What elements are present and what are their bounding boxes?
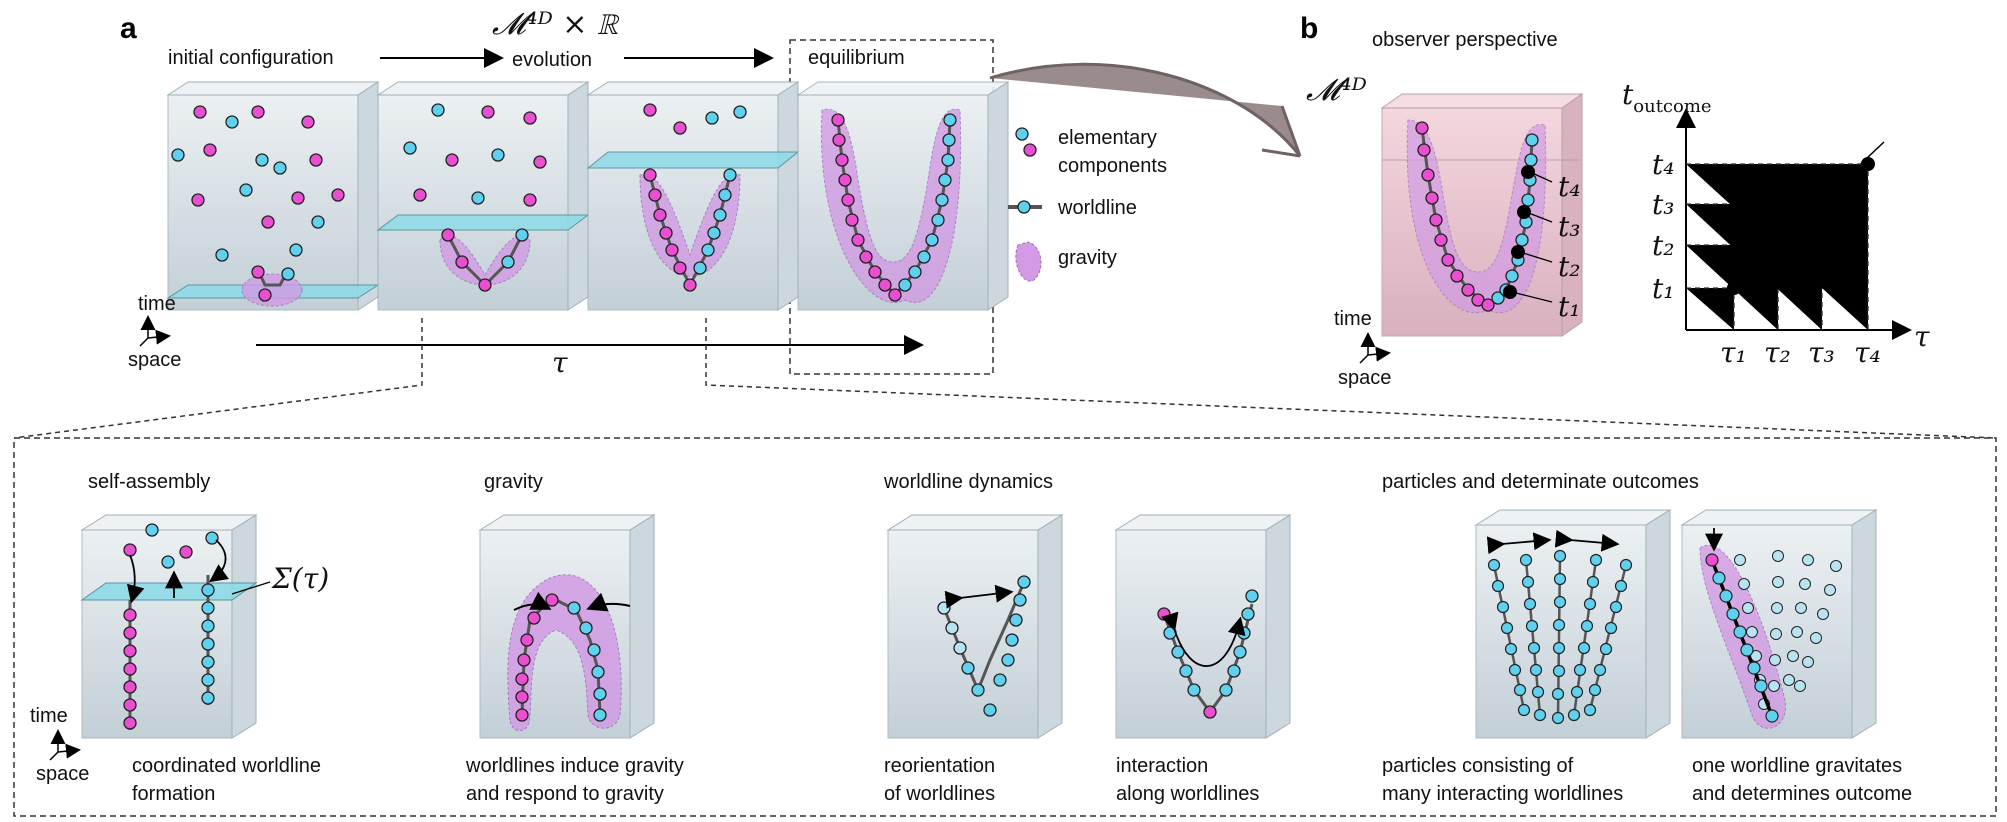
outcome-markers: [1503, 165, 1535, 299]
particle-dots: [1487, 549, 1633, 725]
detail-box-outcome: [1680, 509, 1878, 739]
box-evolution-2: [586, 81, 800, 311]
legend-gravity-icon: [1015, 241, 1042, 282]
axes-icon-a: time space: [128, 293, 181, 371]
detail-heading-particles: particles and determinate outcomes: [1382, 471, 1699, 493]
caption-reorientation-1: reorientation: [884, 755, 995, 777]
panel-b-letter: b: [1300, 12, 1318, 45]
legend: elementary components worldline gravity: [1008, 127, 1167, 282]
plot-x-tick-3: τ₃: [1808, 336, 1835, 369]
detail-heading-dynamics: worldline dynamics: [883, 471, 1053, 493]
axes-space-label-b: space: [1338, 367, 1391, 389]
tau-axis-label: τ: [552, 346, 568, 379]
axes-space-label-a: space: [128, 349, 181, 371]
axes-time-label-detail: time: [30, 705, 68, 727]
observer-title: observer perspective: [1372, 29, 1558, 51]
observer-t2: t₂: [1558, 250, 1580, 283]
legend-pink-dot: [1023, 143, 1037, 157]
caption-reorientation-2: of worldlines: [884, 783, 995, 805]
plot-ylabel-sub: outcome: [1633, 96, 1711, 117]
legend-worldline-icon: [1017, 200, 1031, 214]
plot-points: [1727, 157, 1875, 295]
plot-x-tick-4: τ₄: [1854, 336, 1881, 369]
detail-box-self-assembly: [80, 514, 258, 739]
detail-box-interaction: [1114, 514, 1292, 739]
box-equilibrium: [796, 81, 1010, 311]
legend-cyan-dot: [1015, 127, 1029, 141]
plot-ylabel: toutcome: [1622, 78, 1712, 117]
outcome-plot: toutcome t₁ t₂ t₃ t₄ τ₁ τ₂ τ₃ τ₄ τ: [1622, 78, 1930, 369]
legend-components-line1: elementary: [1058, 127, 1157, 149]
stage-initial-label: initial configuration: [168, 47, 334, 69]
axes-time-label-a: time: [138, 293, 176, 315]
caption-outcome-1: one worldline gravitates: [1692, 755, 1902, 777]
panel-a-letter: a: [120, 12, 137, 45]
detail-box-reorientation: [886, 514, 1064, 739]
observer-t4: t₄: [1558, 170, 1580, 203]
legend-gravity: gravity: [1058, 247, 1117, 269]
caption-interaction-2: along worldlines: [1116, 783, 1259, 805]
box-evolution-1: [376, 81, 590, 311]
stage-evolution-label: evolution: [512, 49, 592, 71]
legend-worldline: worldline: [1057, 197, 1137, 219]
caption-particles-1: particles consisting of: [1382, 755, 1574, 777]
axes-space-label-detail: space: [36, 763, 89, 785]
axes-icon-detail: time space: [30, 705, 89, 785]
stage-equilibrium-label: equilibrium: [808, 47, 905, 69]
caption-outcome-2: and determines outcome: [1692, 783, 1912, 805]
observer-t3: t₃: [1558, 210, 1580, 243]
axes-time-label-b: time: [1334, 308, 1372, 330]
caption-gravity-1: worldlines induce gravity: [465, 755, 684, 777]
plot-x-tick-2: τ₂: [1764, 336, 1791, 369]
zoom-line-left: [13, 318, 423, 439]
caption-interaction-1: interaction: [1116, 755, 1208, 777]
detail-box-particles: [1474, 509, 1672, 739]
caption-gravity-2: and respond to gravity: [466, 783, 664, 805]
sigma-pointer: [231, 581, 271, 595]
observer-space-label: 𝓜⁴ᴰ: [1306, 73, 1367, 108]
detail-heading-self-assembly: self-assembly: [88, 471, 210, 493]
sigma-label: Σ(τ): [271, 562, 329, 595]
axes-icon-b: time space: [1334, 308, 1391, 389]
detail-box-gravity: [478, 514, 656, 739]
detail-heading-gravity: gravity: [484, 471, 543, 493]
box-initial: [166, 81, 380, 311]
legend-components-line2: components: [1058, 155, 1167, 177]
plot-y-tick-1: t₁: [1652, 272, 1674, 305]
plot-xlabel: τ: [1914, 320, 1930, 353]
space-label-m4d-r: 𝓜⁴ᴰ × ℝ: [492, 7, 620, 42]
plot-y-tick-2: t₂: [1652, 229, 1674, 262]
caption-self-assembly-1: coordinated worldline: [132, 755, 321, 777]
plot-x-tick-1: τ₁: [1720, 336, 1747, 369]
zoom-line-right: [705, 318, 1997, 439]
to-observer-arrow: [989, 62, 1302, 158]
caption-self-assembly-2: formation: [132, 783, 215, 805]
detail-frame: [13, 437, 1997, 817]
caption-particles-2: many interacting worldlines: [1382, 783, 1623, 805]
observer-t1: t₁: [1558, 290, 1580, 323]
plot-y-tick-4: t₄: [1652, 148, 1674, 181]
observer-box: [1380, 93, 1584, 337]
plot-y-tick-3: t₃: [1652, 188, 1674, 221]
